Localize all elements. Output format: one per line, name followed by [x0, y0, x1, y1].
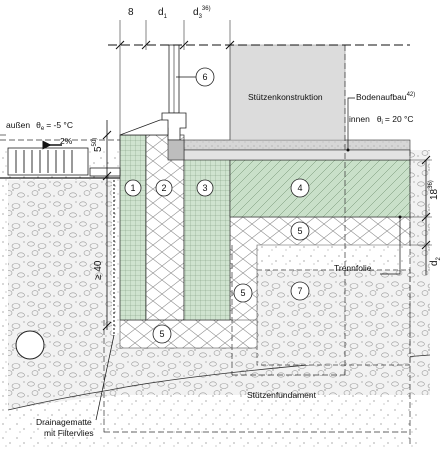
- perimeter-insulation-layer-1: [119, 134, 147, 321]
- marker-5-side: 5: [233, 283, 253, 303]
- dim-top-d1: d1: [158, 7, 168, 20]
- drainage-mat-label-line1: Drainagematte: [36, 417, 92, 427]
- marker-5-slab: 5: [290, 221, 310, 241]
- marker-5-bottom: 5: [152, 324, 172, 344]
- svg-text:7: 7: [297, 286, 302, 296]
- separation-foil-leader: [380, 217, 401, 275]
- insulation-layer-3: [183, 154, 231, 321]
- svg-text:1: 1: [130, 183, 135, 193]
- column-construction-label: Stützenkonstruktion: [248, 92, 323, 102]
- dim-left-5: 550): [92, 138, 104, 152]
- drainage-channel: [89, 167, 121, 177]
- svg-text:2: 2: [161, 183, 166, 193]
- svg-text:5: 5: [297, 226, 302, 236]
- drain-pipe: [15, 330, 45, 360]
- marker-3: 3: [196, 179, 214, 197]
- column-foundation-block: [256, 269, 411, 366]
- top-dimension-chain: [108, 20, 410, 150]
- left-dimension-chain: [102, 120, 112, 331]
- dim-right-d2: d2: [429, 256, 440, 266]
- dim-top-d3: d336): [193, 6, 211, 20]
- marker-7: 7: [290, 281, 310, 301]
- column-construction: [229, 44, 346, 141]
- floor-screed: [183, 139, 411, 151]
- drainage-mat-leader: [95, 334, 115, 421]
- svg-text:6: 6: [202, 72, 207, 82]
- marker-1: 1: [124, 179, 142, 197]
- dim-left-40: ≥ 40: [93, 260, 104, 280]
- window-sill-flashing: [119, 119, 169, 136]
- wall-layer-2: [145, 134, 185, 321]
- column-foundation-label: Stützenfundament: [247, 390, 317, 400]
- window-base-profile: [167, 139, 185, 161]
- right-dimension-chain: [410, 155, 432, 275]
- grating-bars: [15, 150, 73, 173]
- floor-insulation-layer-4: [229, 159, 411, 218]
- marker-2: 2: [155, 179, 173, 197]
- floor-buildup-layer: [183, 149, 411, 161]
- svg-text:5: 5: [159, 329, 164, 339]
- floor-buildup-leader: [347, 97, 355, 150]
- svg-text:3: 3: [202, 183, 207, 193]
- marker-6: 6: [195, 67, 215, 87]
- reference-lines: [0, 45, 411, 445]
- svg-text:4: 4: [297, 183, 302, 193]
- dim-top-8: 8: [128, 7, 134, 18]
- separation-foil-label: Trennfolie: [334, 263, 372, 273]
- svg-text:5: 5: [240, 288, 245, 298]
- drainage-mat-label-line2: mit Filtervlies: [44, 428, 94, 438]
- marker-4: 4: [290, 178, 310, 198]
- insulation-layer-5-bottom: [119, 319, 258, 349]
- dim-right-18: 1836): [428, 180, 440, 200]
- floor-buildup-label: Bodenaufbau42): [356, 92, 415, 102]
- slope-label: 2%: [60, 136, 73, 146]
